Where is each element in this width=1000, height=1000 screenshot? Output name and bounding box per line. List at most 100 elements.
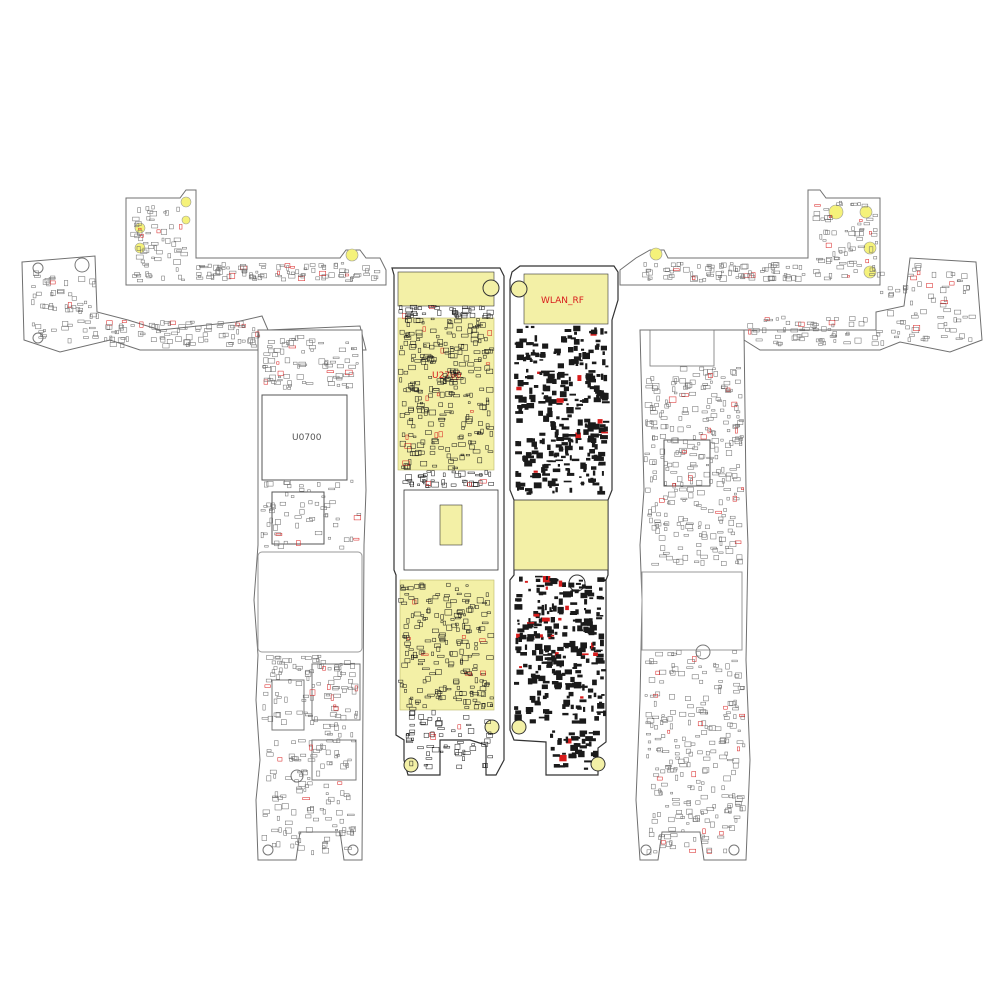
component-pad [569, 640, 576, 648]
component-pad [723, 508, 727, 512]
component-pad [533, 470, 538, 473]
component-pad [282, 658, 290, 663]
component-pad [585, 743, 591, 747]
component-pad [554, 348, 561, 354]
component-pad [670, 471, 678, 474]
component-pad [820, 217, 825, 221]
component-pad [432, 628, 439, 633]
component-pad [524, 460, 533, 467]
component-pad [273, 524, 278, 531]
component-pad [658, 791, 663, 796]
component-pad [651, 562, 659, 566]
component-pad [516, 669, 524, 675]
component-pad [570, 360, 579, 364]
component-pad [431, 438, 439, 445]
component-pad [596, 617, 603, 620]
component-pad [271, 669, 275, 674]
component-pad [440, 377, 446, 384]
component-pad [132, 274, 137, 278]
left-board-chip-lower [311, 663, 361, 721]
component-pad [739, 713, 745, 718]
component-pad [545, 396, 552, 402]
component-pad [723, 488, 731, 491]
component-pad [335, 373, 343, 379]
component-pad [550, 746, 555, 751]
component-pad [142, 262, 149, 266]
component-pad [544, 693, 549, 698]
component-pad [401, 601, 408, 605]
component-pad [863, 222, 870, 226]
component-pad [314, 501, 320, 506]
component-pad [399, 440, 406, 447]
component-pad [576, 403, 579, 407]
component-pad [414, 396, 419, 403]
component-pad [403, 632, 409, 638]
component-pad [873, 228, 878, 232]
component-pad [403, 388, 407, 392]
component-pad [762, 267, 767, 271]
component-pad [601, 431, 608, 434]
component-pad [440, 620, 444, 624]
component-pad [517, 485, 520, 491]
component-pad [574, 590, 579, 594]
component-pad [799, 328, 806, 332]
component-pad [303, 267, 308, 271]
component-pad [446, 331, 453, 335]
component-pad [771, 270, 776, 274]
component-pad [551, 655, 556, 659]
component-pad [727, 414, 731, 419]
component-pad [411, 655, 418, 659]
component-pad [268, 358, 276, 364]
component-pad [289, 757, 294, 762]
component-pad [713, 763, 718, 768]
component-pad [335, 831, 343, 837]
component-pad [534, 447, 538, 450]
component-pad [308, 338, 316, 343]
component-pad [213, 264, 220, 271]
component-pad [434, 613, 439, 618]
component-pad [735, 427, 738, 434]
component-pad [479, 679, 484, 683]
left-board-mount-hole-3 [347, 844, 359, 856]
component-pad [330, 694, 334, 701]
component-pad [696, 543, 702, 547]
component-pad [532, 343, 539, 347]
component-pad [549, 399, 557, 404]
component-pad [469, 392, 473, 398]
component-pad [314, 531, 323, 536]
component-pad [729, 541, 737, 547]
component-pad [257, 275, 262, 281]
component-pad [417, 306, 422, 310]
component-pad [151, 205, 155, 210]
component-pad [165, 238, 171, 244]
component-pad [736, 415, 740, 419]
component-pad [571, 682, 579, 687]
component-pad [598, 451, 606, 457]
component-pad [664, 521, 670, 526]
component-pad [310, 806, 314, 811]
component-pad [544, 645, 551, 651]
component-pad [423, 344, 427, 348]
component-pad [736, 554, 743, 561]
component-pad [572, 713, 577, 716]
component-pad [434, 432, 439, 439]
component-pad [460, 670, 467, 674]
component-pad [598, 633, 605, 640]
component-pad [763, 276, 771, 282]
component-pad [164, 332, 171, 336]
center-right-bottom-hole [511, 719, 527, 735]
component-pad [166, 339, 173, 344]
component-pad [542, 680, 550, 684]
component-pad [834, 317, 839, 321]
component-pad [325, 363, 333, 368]
component-pad [409, 729, 416, 733]
component-pad [968, 337, 973, 342]
component-pad [484, 365, 491, 371]
component-pad [450, 599, 457, 603]
component-pad [696, 480, 703, 486]
component-pad [552, 468, 561, 473]
component-pad [44, 278, 51, 284]
component-pad [145, 271, 149, 277]
component-pad [297, 364, 300, 369]
component-pad [593, 652, 598, 656]
